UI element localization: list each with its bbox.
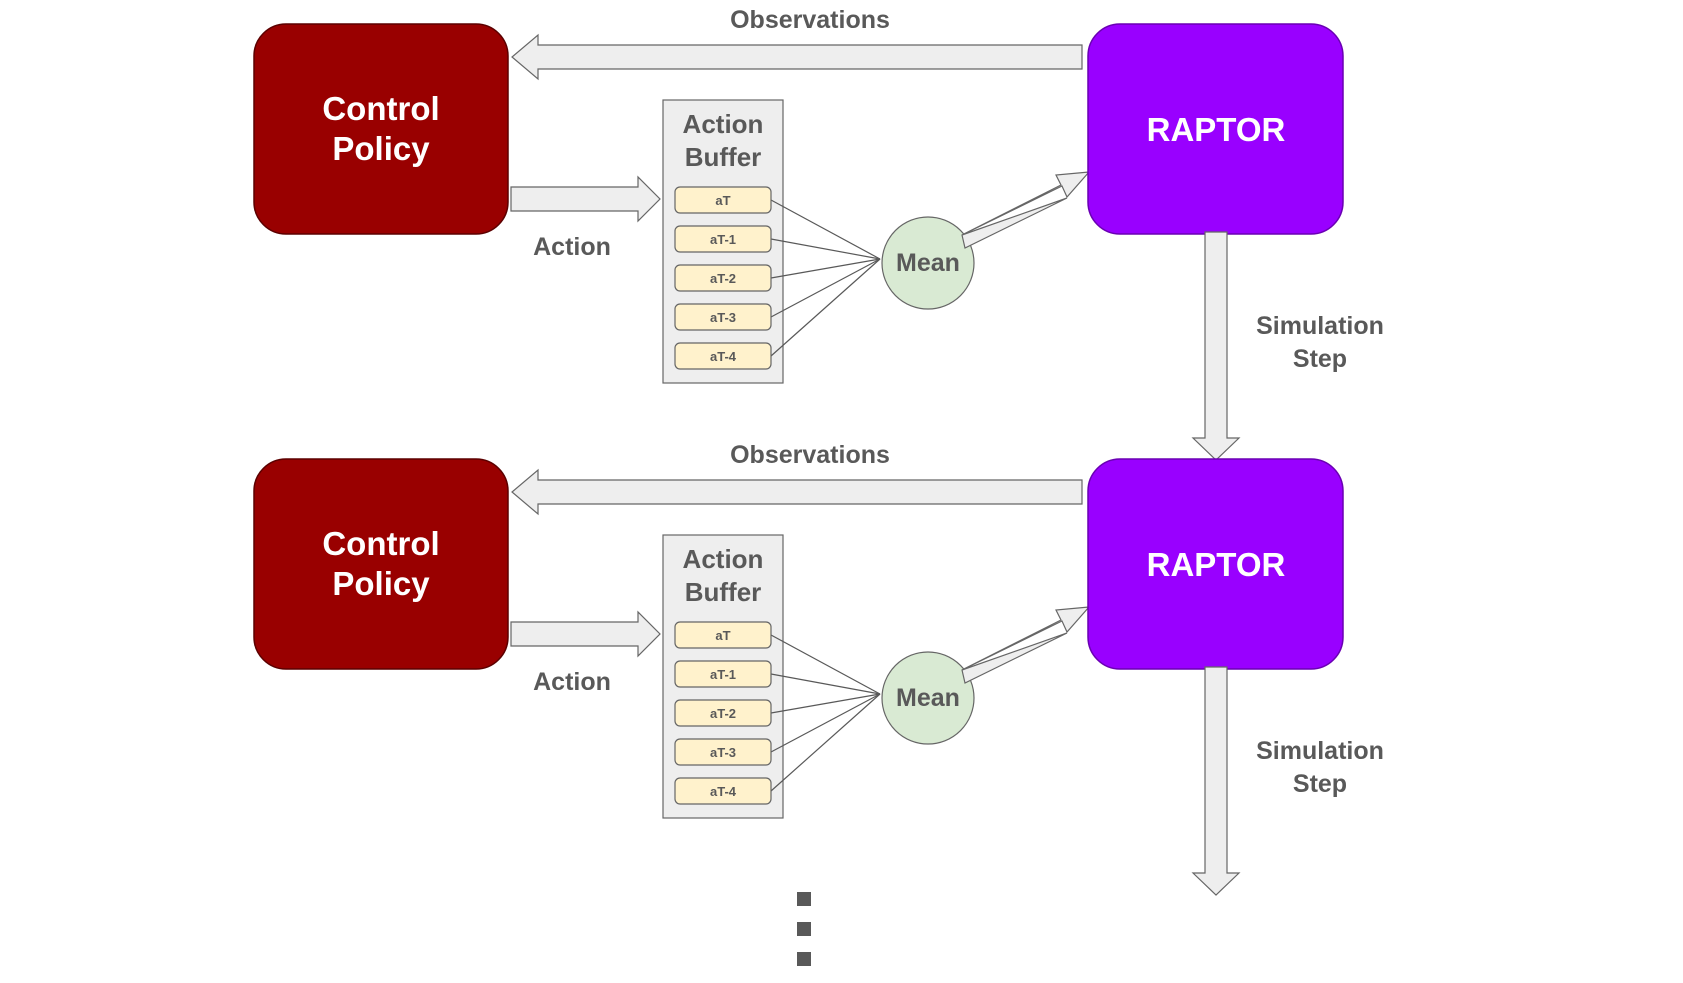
ellipsis-dot xyxy=(797,892,811,906)
buffer-slot xyxy=(674,738,772,766)
simulation-step-label-line1: Simulation xyxy=(1256,312,1384,340)
buffer-slot xyxy=(674,225,772,253)
action-arrow xyxy=(510,610,661,658)
control-policy-box xyxy=(253,458,509,670)
action-buffer-label-line2: Buffer xyxy=(685,577,762,607)
simulation-step-arrow xyxy=(1191,231,1241,461)
action-buffer-label-line1: Action xyxy=(683,544,764,574)
action-buffer-label-line2: Buffer xyxy=(685,142,762,172)
action-buffer-label-line1: Action xyxy=(683,109,764,139)
action-label: Action xyxy=(533,233,611,261)
row-1: Observations Control Policy Action Actio… xyxy=(253,6,1384,461)
buffer-slot xyxy=(674,660,772,688)
raptor-label: RAPTOR xyxy=(1147,111,1286,148)
continuation-ellipsis xyxy=(797,892,811,966)
mean-to-raptor-arrow xyxy=(961,171,1091,249)
simulation-step-label-line2: Step xyxy=(1293,770,1347,798)
control-policy-label-line1: Control xyxy=(322,90,439,127)
buffer-slot xyxy=(674,699,772,727)
simulation-step-label-line1: Simulation xyxy=(1256,737,1384,765)
buffer-slot-label: aT-1 xyxy=(710,232,736,247)
simulation-step-arrow xyxy=(1191,666,1241,896)
buffer-slot-label: aT-2 xyxy=(710,271,736,286)
ellipsis-dot xyxy=(797,952,811,966)
buffer-slot-label: aT-4 xyxy=(710,784,737,799)
control-policy-label-line1: Control xyxy=(322,525,439,562)
control-policy-box xyxy=(253,23,509,235)
buffer-slot xyxy=(674,342,772,370)
mean-node xyxy=(881,216,975,310)
buffer-slot-label: aT-2 xyxy=(710,706,736,721)
buffer-slot-label: aT xyxy=(715,193,730,208)
buffer-slots: aT aT-1 aT-2 aT-3 aT-4 xyxy=(674,186,772,370)
buffer-slots: aT aT-1 aT-2 aT-3 aT-4 xyxy=(674,621,772,805)
mean-node xyxy=(881,651,975,745)
buffer-slot xyxy=(674,264,772,292)
mean-label: Mean xyxy=(896,684,960,712)
observations-label: Observations xyxy=(730,441,890,469)
row-2: Observations Control Policy Action Actio… xyxy=(253,441,1384,896)
buffer-slot-label: aT-3 xyxy=(710,310,736,325)
observations-arrow xyxy=(511,33,1083,81)
observations-label: Observations xyxy=(730,6,890,34)
slot-connectors xyxy=(770,634,881,792)
buffer-slot-label: aT-4 xyxy=(710,349,737,364)
buffer-slot-label: aT-3 xyxy=(710,745,736,760)
ellipsis-dot xyxy=(797,922,811,936)
control-policy-label-line2: Policy xyxy=(332,565,430,602)
buffer-slot xyxy=(674,621,772,649)
slot-connectors xyxy=(770,199,881,357)
mean-to-raptor-arrow xyxy=(961,606,1091,684)
raptor-label: RAPTOR xyxy=(1147,546,1286,583)
simulation-step-label-line2: Step xyxy=(1293,345,1347,373)
action-label: Action xyxy=(533,668,611,696)
buffer-slot-label: aT-1 xyxy=(710,667,736,682)
buffer-slot xyxy=(674,303,772,331)
action-arrow xyxy=(510,175,661,223)
control-policy-label-line2: Policy xyxy=(332,130,430,167)
buffer-slot xyxy=(674,186,772,214)
buffer-slot-label: aT xyxy=(715,628,730,643)
observations-arrow xyxy=(511,468,1083,516)
mean-label: Mean xyxy=(896,249,960,277)
buffer-slot xyxy=(674,777,772,805)
